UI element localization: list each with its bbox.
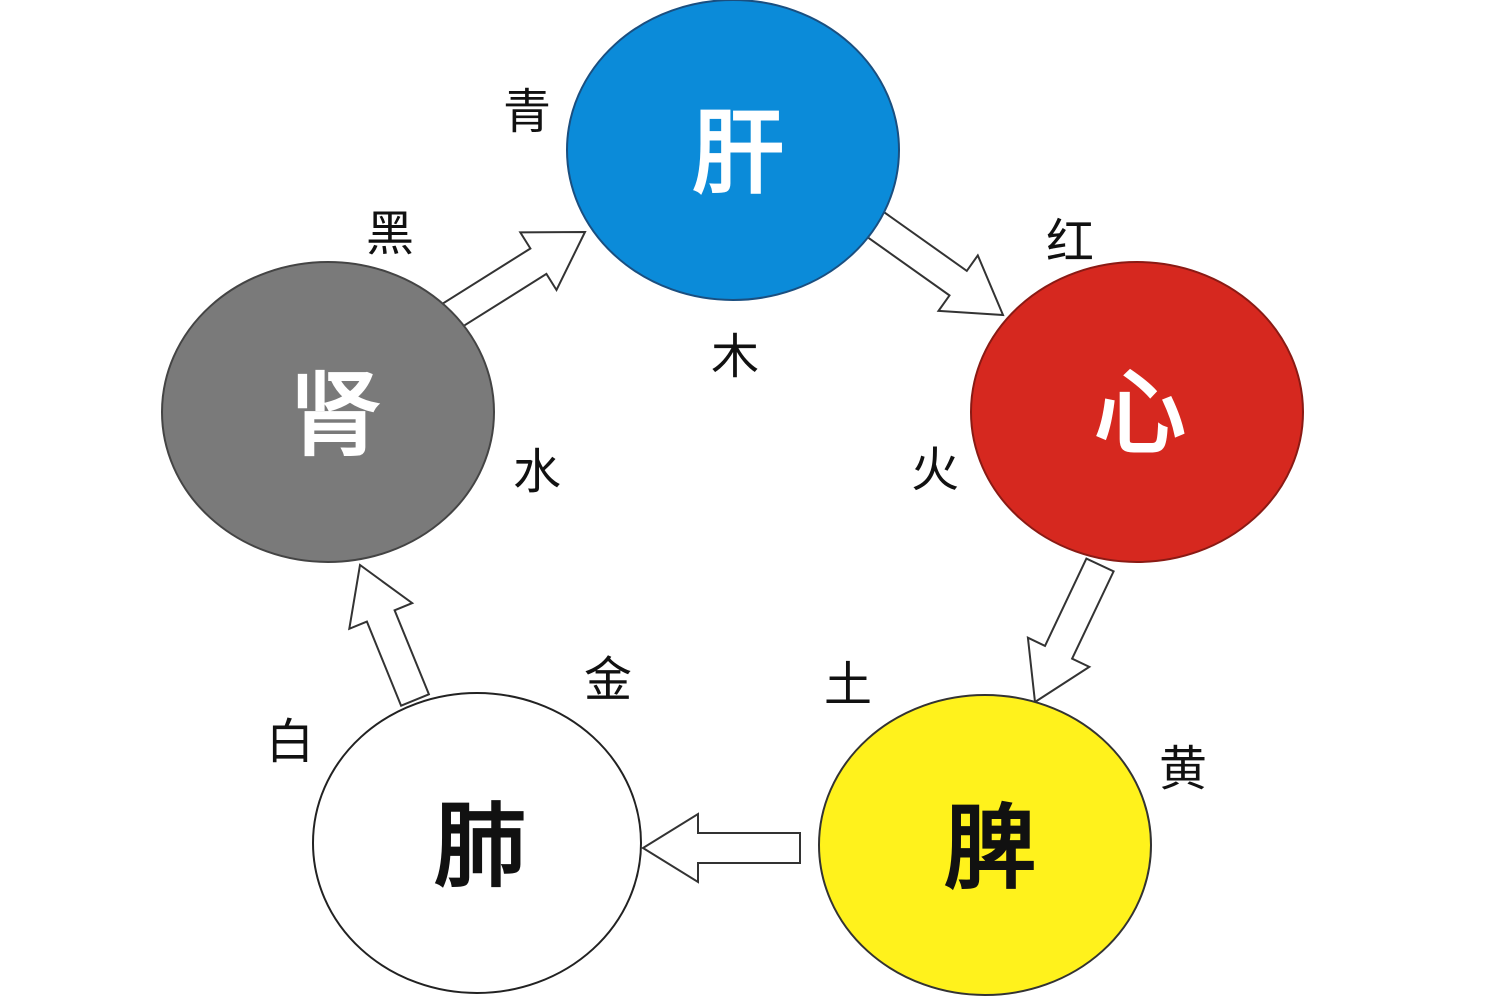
color-label-liver: 青 [503,84,551,140]
arrow-heart-to-spleen [1026,557,1115,704]
organ-spleen: 脾 [818,694,1152,996]
element-label-lung: 金 [584,652,632,708]
arrow-spleen-to-lung [641,812,801,884]
cycle-arrows [348,208,1115,884]
organ-liver: 肝 [566,0,900,301]
color-label-lung: 白 [266,714,314,770]
element-label-heart: 火 [911,442,959,498]
kidney-circle [161,261,495,563]
liver-circle [566,0,900,301]
color-label-spleen: 黄 [1159,741,1207,797]
arrow-lung-to-kidney [348,563,431,708]
arrow-liver-to-heart [861,208,1005,317]
element-label-liver: 木 [711,329,759,385]
organ-heart: 心 [970,261,1304,563]
lung-label: 肺 [434,792,526,900]
color-label-heart: 红 [1046,214,1094,270]
spleen-circle [818,694,1152,996]
liver-label: 肝 [692,99,784,207]
spleen-label: 脾 [944,794,1036,902]
color-label-kidney: 黑 [366,206,414,262]
element-label-kidney: 水 [513,444,561,500]
kidney-label: 肾 [289,361,381,469]
lung-circle [312,692,642,994]
heart-label: 心 [1094,359,1186,467]
organ-lung: 肺 [312,692,642,994]
organ-kidney: 肾 [161,261,495,563]
arrow-kidney-to-liver [438,230,587,333]
heart-circle [970,261,1304,563]
element-label-spleen: 土 [824,657,872,713]
